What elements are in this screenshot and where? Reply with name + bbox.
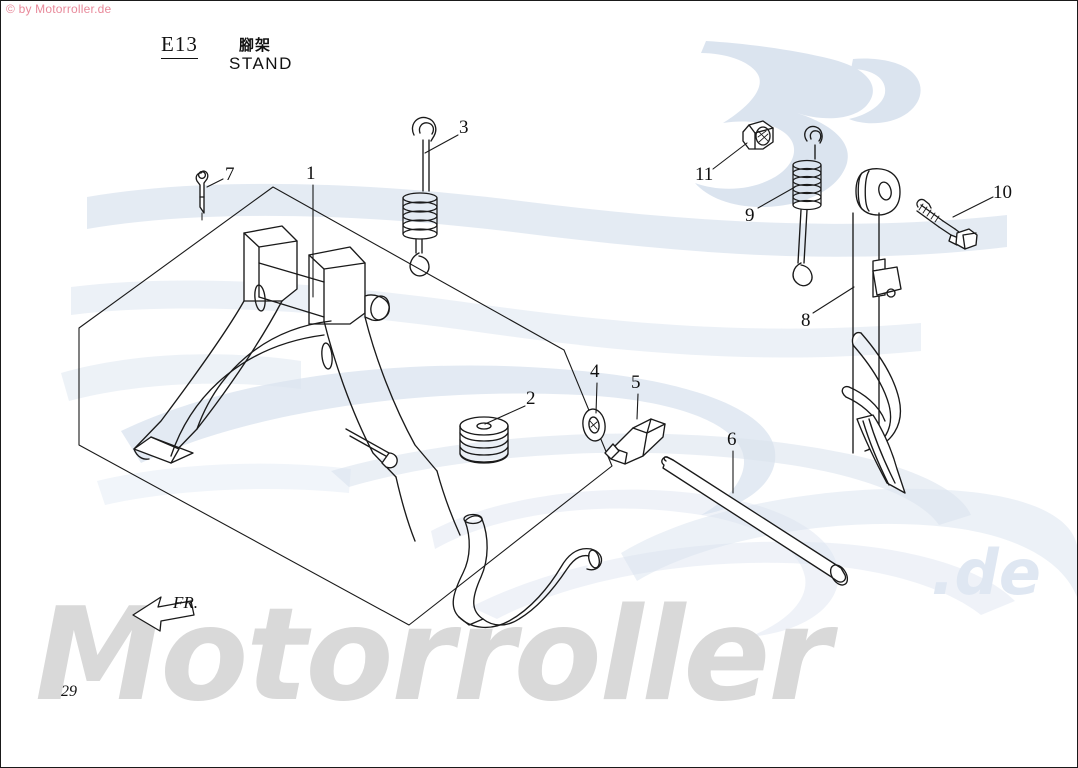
plain-washer-drawing: [582, 408, 606, 442]
side-stand-drawing: [841, 168, 906, 494]
leader-3: [424, 134, 459, 154]
cotter-pin-drawing: [195, 170, 209, 221]
front-direction-label: FR.: [173, 593, 199, 612]
callout-8: 8: [801, 310, 811, 331]
leader-10: [952, 196, 994, 218]
retaining-clip-drawing: [604, 418, 666, 465]
callout-5: 5: [631, 372, 641, 393]
side-stand-spring-drawing: [792, 125, 823, 287]
stand-outline-box: [78, 186, 613, 626]
callout-10: 10: [993, 182, 1012, 203]
watermark-tld: .de: [931, 536, 1041, 609]
leader-5: [636, 393, 639, 420]
lock-nut-drawing: [742, 120, 774, 150]
callout-6: 6: [727, 429, 737, 450]
section-code: E13: [161, 32, 198, 59]
leader-9: [757, 186, 796, 209]
leader-7: [206, 178, 224, 188]
section-title-en: STAND: [229, 54, 293, 73]
callout-11: 11: [695, 164, 714, 185]
page-number: 29: [61, 683, 77, 700]
section-title-cjk: 腳架: [239, 36, 272, 54]
leader-2: [484, 405, 526, 425]
shim-stack-drawing: [459, 416, 509, 464]
flange-bolt-drawing: [916, 198, 978, 250]
leader-11: [712, 142, 748, 170]
pivot-shaft-drawing: [661, 456, 849, 586]
copyright-notice: © by Motorroller.de: [6, 2, 112, 16]
center-stand-spring-drawing: [402, 116, 438, 277]
callout-2: 2: [526, 388, 536, 409]
main-center-stand-drawing: [133, 225, 603, 628]
leader-8: [812, 286, 855, 314]
callout-9: 9: [745, 205, 755, 226]
callout-3: 3: [459, 117, 469, 138]
front-direction-arrow: [132, 596, 195, 632]
callout-4: 4: [590, 361, 600, 382]
callout-1: 1: [306, 163, 316, 184]
callout-leader-lines: [206, 134, 994, 494]
callout-7: 7: [225, 164, 235, 185]
leader-4: [595, 382, 598, 414]
